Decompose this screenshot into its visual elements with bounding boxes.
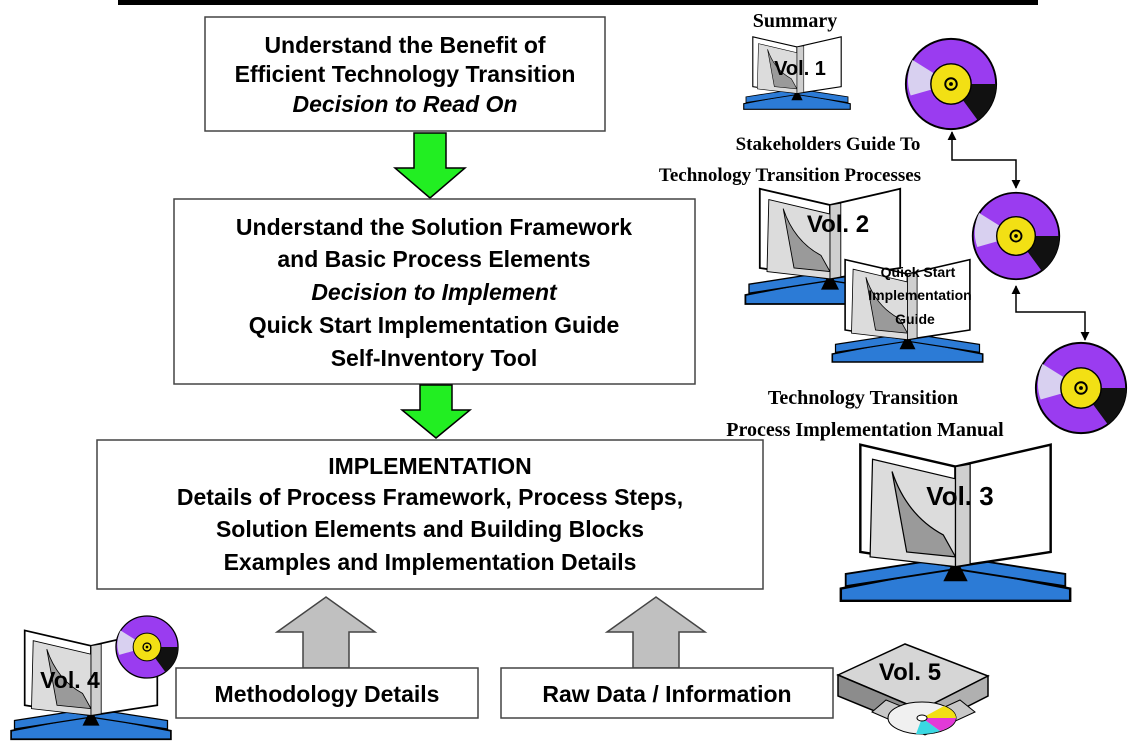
vol3-caption-line1: Technology Transition: [768, 387, 958, 409]
quick-start-group: Quick Start Implementation Guide: [831, 258, 984, 364]
quick-start-line1: Quick Start: [881, 264, 956, 280]
vol4-label: Vol. 4: [40, 667, 100, 693]
step2-line2: and Basic Process Elements: [277, 246, 590, 272]
quick-start-line3: Guide: [895, 311, 935, 327]
step3-line3: Solution Elements and Building Blocks: [216, 516, 644, 542]
step3-line4: Examples and Implementation Details: [224, 549, 637, 575]
step3-line2: Details of Process Framework, Process St…: [177, 484, 683, 510]
vol2-caption-line1: Stakeholders Guide To: [736, 134, 921, 155]
cd-icon: [1034, 341, 1128, 435]
step2-box: Understand the Solution Framework and Ba…: [173, 198, 696, 385]
vol1-group: Summary Vol. 1: [742, 10, 852, 111]
step1-box: Understand the Benefit of Efficient Tech…: [204, 16, 606, 132]
input-arrow-raw-data: [604, 596, 708, 669]
vol2-group: Vol. 2: [744, 187, 916, 306]
flow-arrow-1: [392, 132, 468, 199]
cd-drive-icon: [836, 643, 990, 736]
step1-line2: Efficient Technology Transition: [235, 61, 576, 87]
vol5-group: Vol. 5: [836, 643, 990, 736]
vol2-caption-line2: Technology Transition Processes: [659, 165, 921, 186]
vol3-caption-line2: Process Implementation Manual: [726, 419, 1004, 441]
top-divider: [118, 0, 1038, 5]
vol1-label: Vol. 1: [774, 58, 826, 80]
vol2-label: Vol. 2: [807, 211, 869, 238]
step3-box: IMPLEMENTATION Details of Process Framew…: [96, 439, 764, 590]
cd-icon: [115, 615, 179, 679]
implementation-title: IMPLEMENTATION: [328, 453, 532, 479]
cd-link-2: [1011, 285, 1090, 341]
step2-decision: Decision to Implement: [311, 279, 558, 305]
raw-data-label: Raw Data / Information: [542, 681, 791, 707]
step1-decision: Decision to Read On: [293, 91, 518, 117]
step1-line1: Understand the Benefit of: [264, 32, 545, 58]
vol1-caption: Summary: [753, 10, 837, 32]
cd-icon: [904, 37, 998, 131]
methodology-label: Methodology Details: [215, 681, 440, 707]
vol3-label: Vol. 3: [926, 481, 993, 511]
book-icon: [839, 442, 1072, 603]
vol4-group: Vol. 4: [10, 615, 179, 741]
step2-line4: Quick Start Implementation Guide: [249, 312, 620, 338]
vol5-label: Vol. 5: [879, 659, 941, 686]
step2-line5: Self-Inventory Tool: [331, 345, 538, 371]
flow-arrow-2: [399, 384, 473, 439]
step2-line1: Understand the Solution Framework: [236, 214, 632, 240]
cd-icon: [971, 191, 1061, 281]
input-arrow-methodology: [274, 596, 378, 669]
cd-link-1: [947, 131, 1021, 189]
methodology-box: Methodology Details: [175, 667, 479, 719]
raw-data-box: Raw Data / Information: [500, 667, 834, 719]
quick-start-line2: Implementation: [868, 287, 971, 303]
vol3-group: Vol. 3: [839, 442, 1072, 603]
